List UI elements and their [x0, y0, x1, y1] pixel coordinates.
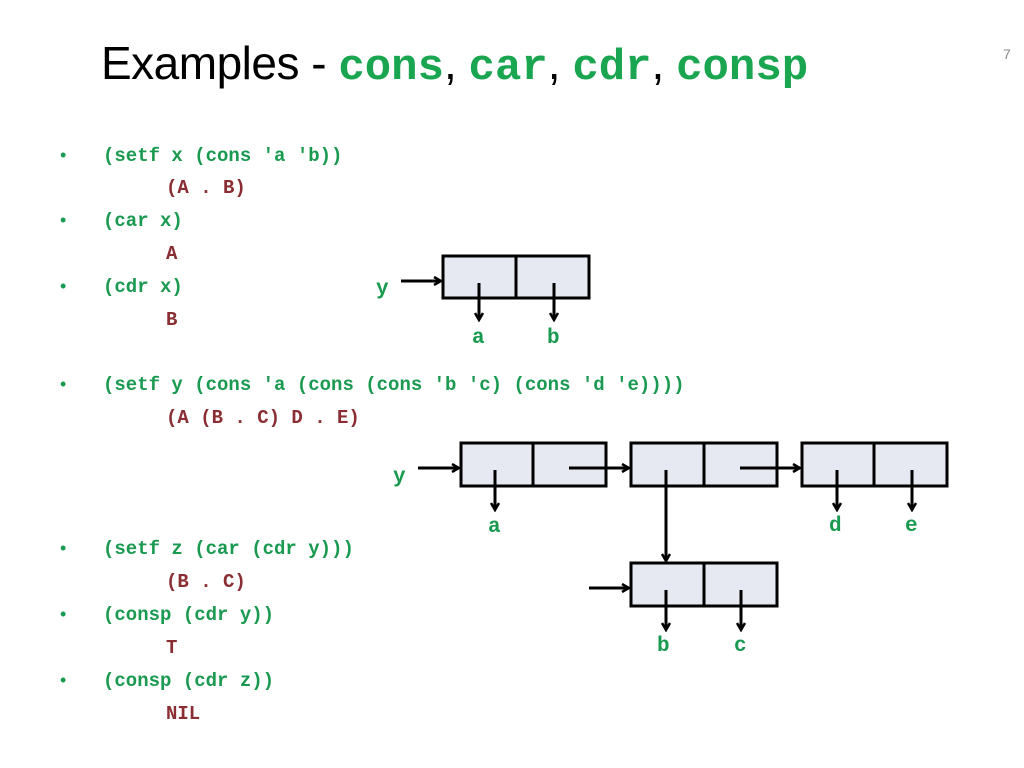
atom-label: a	[472, 327, 485, 350]
code-line: (cdr x)	[103, 276, 183, 298]
code-line: (setf z (car (cdr y)))	[103, 538, 354, 560]
atom-label: e	[905, 515, 918, 538]
title-sep: ,	[443, 37, 469, 89]
atom-label: b	[547, 327, 560, 350]
code-line: (setf y (cons 'a (cons (cons 'b 'c) (con…	[103, 374, 685, 396]
bullet-icon: •	[60, 276, 67, 296]
title-fn-cdr: cdr	[572, 43, 652, 93]
atom-label: d	[829, 515, 842, 538]
slide-title: Examples - cons, car, cdr, consp	[101, 36, 808, 93]
bullet-icon: •	[60, 538, 67, 558]
atom-label: a	[488, 516, 501, 539]
code-line: (consp (cdr y))	[103, 604, 275, 626]
code-line: (car x)	[103, 210, 183, 232]
bullet-icon: •	[60, 670, 67, 690]
atom-label: c	[734, 635, 747, 658]
title-prefix: Examples -	[101, 37, 339, 89]
var-label-y: y	[376, 278, 389, 301]
bullet-icon: •	[60, 210, 67, 230]
title-sep: ,	[547, 37, 573, 89]
bullet-icon: •	[60, 604, 67, 624]
title-fn-cons: cons	[338, 43, 444, 93]
result-line: B	[166, 309, 178, 331]
code-line: (setf x (cons 'a 'b))	[103, 145, 343, 167]
code-line: (consp (cdr z))	[103, 670, 275, 692]
result-line: (B . C)	[166, 571, 246, 593]
result-line: NIL	[166, 703, 201, 725]
result-line: (A (B . C) D . E)	[166, 407, 360, 429]
result-line: A	[166, 243, 178, 265]
title-fn-car: car	[468, 43, 548, 93]
title-sep: ,	[651, 37, 677, 89]
result-line: (A . B)	[166, 177, 246, 199]
atom-label: b	[657, 635, 670, 658]
bullet-icon: •	[60, 145, 67, 165]
slide-number: 7	[1003, 46, 1011, 62]
title-fn-consp: consp	[676, 43, 809, 93]
var-label-y: y	[393, 466, 406, 489]
bullet-icon: •	[60, 374, 67, 394]
result-line: T	[166, 637, 178, 659]
